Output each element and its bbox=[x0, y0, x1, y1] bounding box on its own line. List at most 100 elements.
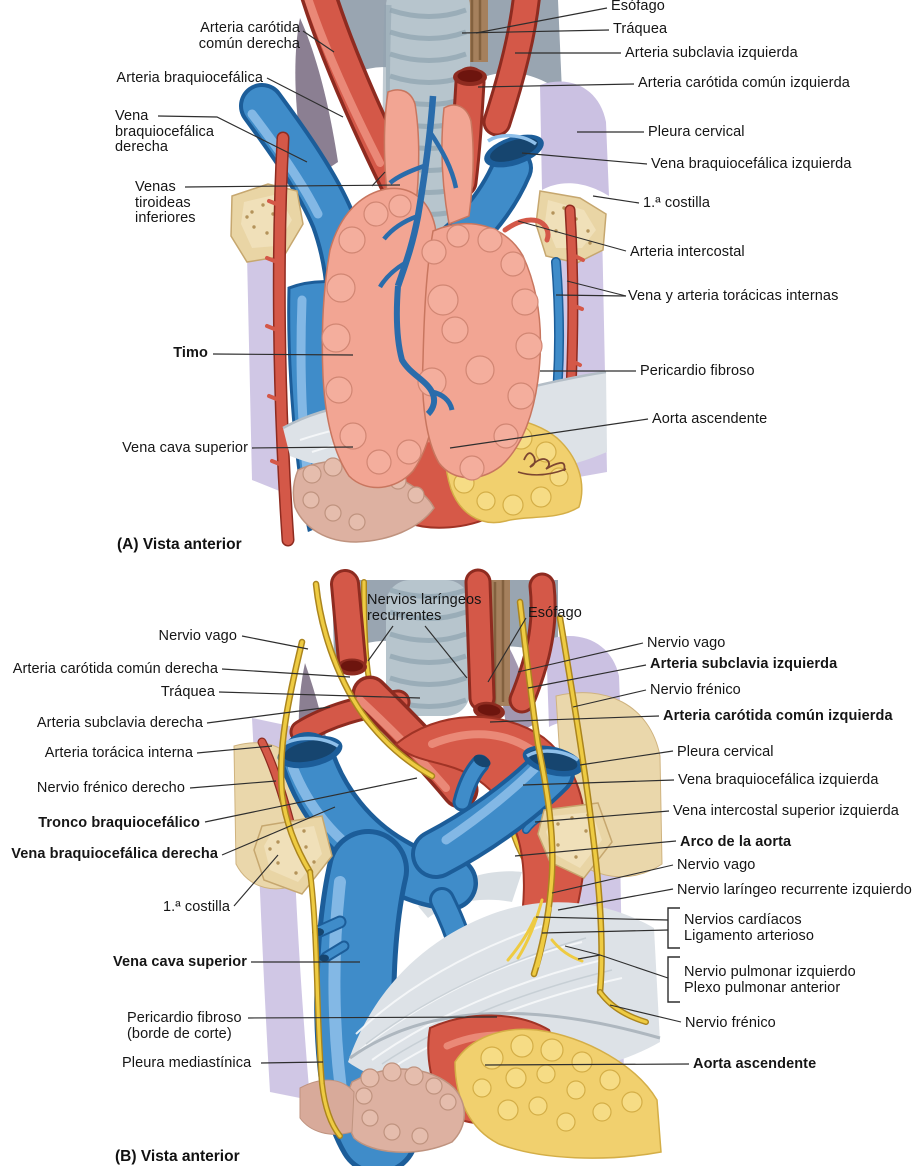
leader-a-vena-y-arteria-toracicas-internas bbox=[555, 294, 627, 297]
label-b-nervio-frenico-izquierdo: Nervio frénico bbox=[650, 682, 741, 698]
leader-b-arteria-toracica-interna bbox=[196, 745, 273, 754]
leader-a-aorta-ascendente bbox=[449, 418, 649, 449]
label-a-vena-braquiocefalica-izquierda: Vena braquiocefálica izquierda bbox=[651, 156, 852, 172]
leader-a-vena-y-arteria-toracicas-internas bbox=[566, 280, 627, 297]
leader-a-timo bbox=[212, 353, 354, 356]
leader-a-venas-tiroideas-inferiores bbox=[184, 184, 401, 188]
leader-b-nervio-vago-izquierdo-superior bbox=[517, 642, 644, 673]
leader-b-vena-intercostal-superior-izquierda bbox=[534, 810, 670, 823]
leader-a-venas-tiroideas-inferiores bbox=[371, 171, 386, 187]
label-b-nervio-frenico-inferior: Nervio frénico bbox=[685, 1015, 776, 1031]
label-b-traquea: Tráquea bbox=[160, 684, 215, 700]
leader-b-arteria-carotida-comun-izquierda bbox=[489, 715, 660, 723]
label-a-arteria-carotida-comun-derecha: Arteria carótida común derecha bbox=[198, 20, 300, 52]
bracket-nervios-cardiacos-ligamento-arterioso bbox=[667, 907, 680, 949]
leader-b-nervio-pulmonar-plexo-pulmonar bbox=[577, 954, 601, 960]
label-b-vena-cava-superior: Vena cava superior bbox=[113, 954, 247, 970]
leader-b-pleura-mediastinica bbox=[260, 1061, 324, 1064]
label-b-vena-braquiocefalica-derecha: Vena braquiocefálica derecha bbox=[11, 846, 218, 862]
leader-b-nervio-vago-derecho bbox=[241, 635, 309, 650]
label-b-nervio-vago-izquierdo-superior: Nervio vago bbox=[647, 635, 726, 651]
label-b-aorta-ascendente: Aorta ascendente bbox=[693, 1056, 817, 1072]
label-a-pleura-cervical: Pleura cervical bbox=[648, 124, 745, 140]
label-a-arteria-carotida-comun-izquierda: Arteria carótida común izquierda bbox=[638, 75, 850, 91]
panel-b-caption: (B) Vista anterior bbox=[115, 1148, 240, 1165]
leader-b-esofago bbox=[487, 617, 527, 683]
leader-b-pericardio-fibroso-borde bbox=[247, 1016, 498, 1019]
label-a-aorta-ascendente: Aorta ascendente bbox=[652, 411, 768, 427]
label-b-nervios-cardiacos-ligamento-arterioso: Nervios cardíacos Ligamento arterioso bbox=[684, 912, 815, 944]
label-a-timo: Timo bbox=[173, 345, 208, 361]
panel-a-caption: (A) Vista anterior bbox=[117, 536, 242, 553]
leader-a-vena-braquiocefalica-derecha bbox=[157, 115, 308, 163]
label-b-tronco-braquiocefalico: Tronco braquiocefálico bbox=[38, 815, 200, 831]
thymus-shape bbox=[321, 89, 543, 489]
label-b-arteria-subclavia-derecha: Arteria subclavia derecha bbox=[36, 715, 203, 731]
label-b-primera-costilla: 1.ª costilla bbox=[162, 899, 230, 915]
leader-b-primera-costilla bbox=[233, 854, 279, 907]
leader-b-arteria-subclavia-izquierda bbox=[527, 664, 647, 689]
leader-a-primera-costilla bbox=[592, 195, 640, 204]
leader-b-traquea bbox=[218, 691, 421, 699]
leader-b-arco-de-la-aorta bbox=[514, 840, 677, 857]
pleura-cervical-shape bbox=[540, 81, 609, 196]
label-b-pericardio-fibroso-borde: Pericardio fibroso (borde de corte) bbox=[127, 1010, 242, 1042]
artist-signature bbox=[517, 452, 567, 476]
label-a-arteria-subclavia-izquierda: Arteria subclavia izquierda bbox=[625, 45, 798, 61]
panel-b-illustration bbox=[233, 568, 663, 1166]
label-a-vena-y-arteria-toracicas-internas: Vena y arteria torácicas internas bbox=[628, 288, 839, 304]
label-b-nervios-laringeos-recurrentes: Nervios laríngeos recurrentes bbox=[367, 592, 482, 624]
label-b-arco-de-la-aorta: Arco de la aorta bbox=[680, 834, 792, 850]
leader-b-arteria-subclavia-derecha bbox=[206, 706, 331, 724]
leader-b-aorta-ascendente bbox=[484, 1063, 690, 1066]
leader-a-traquea bbox=[461, 29, 610, 34]
leader-a-arteria-carotida-comun-izquierda bbox=[477, 83, 635, 88]
leader-b-nervios-laringeos-recurrentes bbox=[367, 625, 394, 662]
leader-b-nervio-frenico-inferior bbox=[609, 1004, 682, 1023]
leader-a-vena-cava-superior bbox=[251, 446, 354, 449]
leader-b-nervios-cardiacos-ligamento-arterioso bbox=[541, 929, 669, 934]
label-a-arteria-braquiocefalica: Arteria braquiocefálica bbox=[116, 70, 263, 86]
leader-b-nervios-cardiacos-ligamento-arterioso bbox=[535, 916, 669, 921]
label-b-esofago: Esófago bbox=[528, 605, 582, 621]
leader-b-vena-braquiocefalica-derecha bbox=[221, 806, 336, 856]
label-b-arteria-toracica-interna: Arteria torácica interna bbox=[44, 745, 193, 761]
label-a-esofago: Esófago bbox=[611, 0, 665, 14]
leader-b-nervios-laringeos-recurrentes bbox=[424, 625, 468, 679]
leader-a-arteria-intercostal bbox=[517, 220, 627, 252]
label-a-vena-cava-superior: Vena cava superior bbox=[122, 440, 248, 456]
leader-a-arteria-braquiocefalica bbox=[266, 77, 344, 118]
label-b-arteria-carotida-comun-derecha: Arteria carótida común derecha bbox=[12, 661, 218, 677]
label-b-nervio-frenico-derecho: Nervio frénico derecho bbox=[36, 780, 185, 796]
label-a-vena-braquiocefalica-derecha: Vena braquiocefálica derecha bbox=[115, 108, 215, 155]
leader-a-vena-braquiocefalica-izquierda bbox=[521, 152, 648, 165]
label-a-pericardio-fibroso: Pericardio fibroso bbox=[640, 363, 755, 379]
leader-b-tronco-braquiocefalico bbox=[204, 777, 418, 823]
label-a-primera-costilla: 1.ª costilla bbox=[643, 195, 711, 211]
label-a-arteria-intercostal: Arteria intercostal bbox=[630, 244, 745, 260]
label-a-venas-tiroideas-inferiores: Venas tiroideas inferiores bbox=[135, 179, 196, 226]
leader-b-pleura-cervical bbox=[579, 750, 674, 766]
leader-b-nervio-vago-izquierdo-medio bbox=[551, 864, 674, 894]
leader-b-arteria-carotida-comun-derecha bbox=[221, 668, 351, 678]
label-b-pleura-cervical: Pleura cervical bbox=[677, 744, 774, 760]
panel-a-illustration bbox=[230, 0, 609, 547]
leader-b-nervio-laringeo-recurrente-izquierdo bbox=[557, 888, 674, 911]
leader-b-nervio-frenico-derecho bbox=[189, 780, 277, 789]
leader-a-arteria-carotida-comun-derecha bbox=[302, 30, 335, 53]
leader-b-nervio-frenico-izquierdo bbox=[572, 689, 647, 708]
label-b-nervio-vago-derecho: Nervio vago bbox=[158, 628, 237, 644]
leader-a-esofago bbox=[475, 7, 608, 34]
label-b-arteria-carotida-comun-izquierda: Arteria carótida común izquierda bbox=[663, 708, 893, 724]
label-b-nervio-laringeo-recurrente-izquierdo: Nervio laríngeo recurrente izquierdo bbox=[677, 882, 912, 898]
bracket-nervio-pulmonar-plexo-pulmonar bbox=[667, 956, 680, 1003]
label-b-nervio-vago-izquierdo-medio: Nervio vago bbox=[677, 857, 756, 873]
label-a-traquea: Tráquea bbox=[613, 21, 668, 37]
label-b-vena-intercostal-superior-izquierda: Vena intercostal superior izquierda bbox=[673, 803, 899, 819]
label-b-arteria-subclavia-izquierda: Arteria subclavia izquierda bbox=[650, 656, 838, 672]
label-b-vena-braquiocefalica-izquierda: Vena braquiocefálica izquierda bbox=[678, 772, 879, 788]
